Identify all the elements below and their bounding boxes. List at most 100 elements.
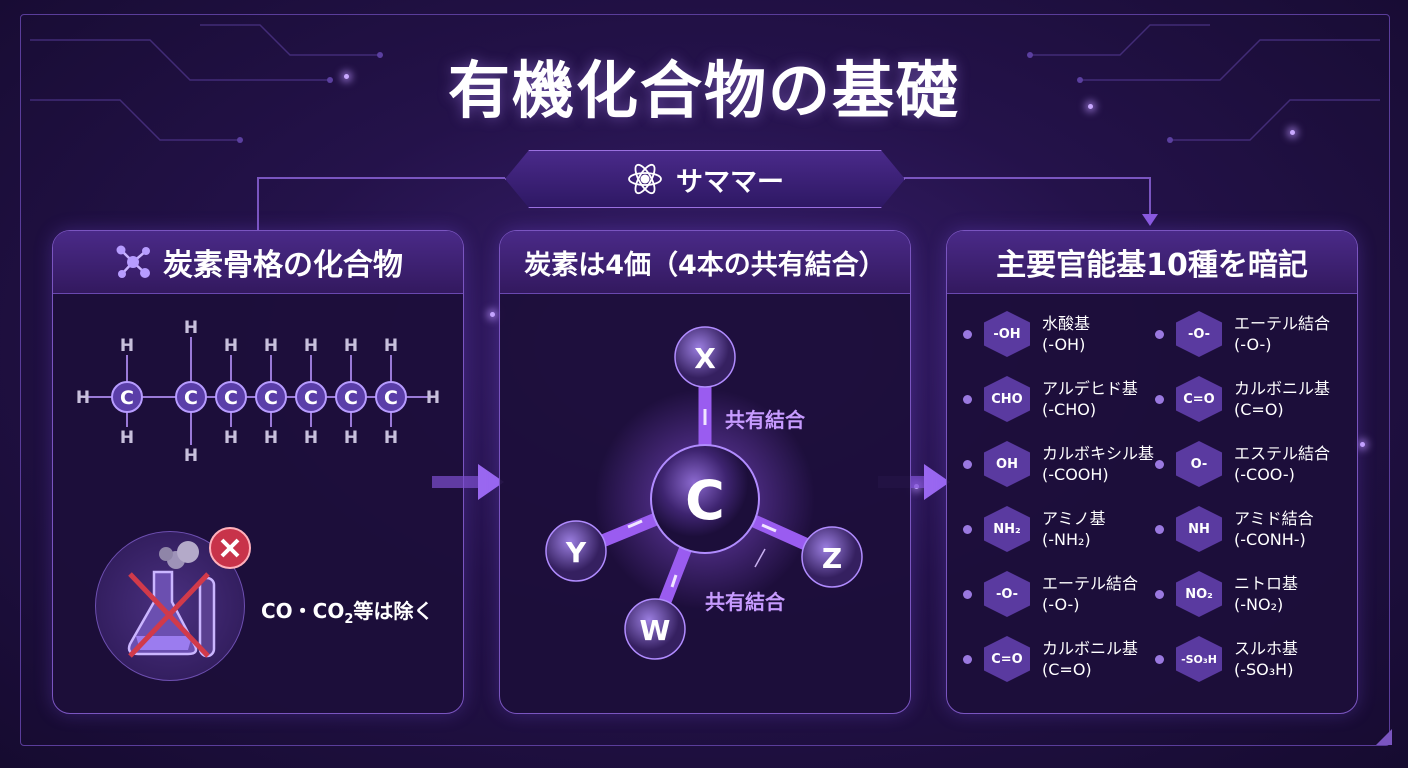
- functional-group-text: カルボニル基(C=O): [1234, 378, 1330, 420]
- functional-group-name: エーテル結合: [1042, 574, 1139, 593]
- tetravalent-carbon-diagram: C X Y Z W 共有結合 共有結合: [545, 326, 863, 660]
- bullet-dot: [1155, 329, 1164, 339]
- bullet-dot: [963, 459, 972, 469]
- functional-group-text: アミド結合 (-CONH-): [1234, 508, 1314, 550]
- bullet-dot: [963, 589, 972, 599]
- tetravalent-carbon-panel: 炭素は4価（4本の共有結合） C X Y Z W 共有結合 共有結合: [499, 230, 911, 714]
- functional-group-item: NO₂ ニトロ基 (-NO₂): [1155, 571, 1298, 617]
- center-atom-label: C: [685, 469, 725, 532]
- functional-group-hex-icon: NO₂: [1176, 571, 1222, 617]
- sparkle-decoration: [1290, 130, 1295, 135]
- hydrogen-atom: H: [384, 336, 398, 356]
- functional-group-formula: (-O-): [1042, 595, 1080, 614]
- functional-group-hex-icon: -SO₃H: [1176, 636, 1222, 682]
- functional-group-hex-icon: O-: [1176, 441, 1222, 487]
- summary-banner: サママー: [505, 150, 905, 208]
- bond-label: 共有結合: [705, 590, 786, 614]
- functional-group-text: アルデヒド基 (-CHO): [1042, 378, 1138, 420]
- hydrogen-atom: H: [184, 318, 198, 338]
- functional-group-formula: (C=O): [1042, 660, 1092, 679]
- hydrogen-atom: H: [264, 336, 278, 356]
- hydrogen-atom: H: [344, 336, 358, 356]
- carbon-atom-label: C: [384, 387, 398, 409]
- bullet-dot: [963, 524, 972, 534]
- functional-group-hex-icon: C=O: [1176, 376, 1222, 422]
- functional-group-formula: (-O-): [1234, 335, 1272, 354]
- functional-group-formula: (-NO₂): [1234, 595, 1284, 614]
- functional-group-text: アミノ基(-NH₂): [1042, 508, 1106, 550]
- bullet-dot: [1155, 524, 1164, 534]
- functional-group-hex-icon: OH: [984, 441, 1030, 487]
- sparkle-decoration: [1360, 442, 1365, 447]
- carbon-atom: [335, 381, 367, 413]
- functional-group-item: O- エステル結合(-COO-): [1155, 441, 1330, 487]
- flow-arrow: [432, 464, 504, 500]
- hydrogen-atom: H: [184, 446, 198, 466]
- hydrogen-atom: H: [304, 428, 318, 448]
- functional-group-text: ニトロ基 (-NO₂): [1234, 573, 1298, 615]
- functional-group-name: カルボキシル基: [1042, 444, 1155, 463]
- functional-group-hex-icon: CHO: [984, 376, 1030, 422]
- exclude-badge: [95, 527, 251, 681]
- summary-label: サママー: [676, 166, 784, 198]
- functional-group-text: カルボニル基(C=O): [1042, 638, 1138, 680]
- carbon-atom-label: C: [344, 387, 358, 409]
- panel-title: 主要官能基10種を暗記: [996, 248, 1308, 283]
- panel-header: 主要官能基10種を暗記: [947, 231, 1357, 294]
- functional-group-item: CHO アルデヒド基 (-CHO): [963, 376, 1138, 422]
- exclude-note-text: CO・CO: [261, 599, 345, 623]
- atom-w-label: W: [640, 614, 671, 647]
- functional-group-text: エーテル結合 (-O-): [1042, 573, 1138, 615]
- functional-group-name: ニトロ基: [1234, 574, 1299, 593]
- exclude-note-subscript: 2: [344, 612, 354, 627]
- panel-title: 炭素は4価（4本の共有結合）: [524, 249, 886, 281]
- functional-group-formula: (-SO₃H): [1234, 660, 1294, 679]
- functional-group-text: エステル結合(-COO-): [1234, 443, 1330, 485]
- carbon-atom: [215, 381, 247, 413]
- functional-group-item: C=O カルボニル基(C=O): [1155, 376, 1330, 422]
- carbon-atom: [295, 381, 327, 413]
- carbon-atom-label: C: [224, 387, 238, 409]
- atom-icon: [628, 163, 662, 195]
- functional-group-name: アミド結合: [1234, 509, 1314, 528]
- bullet-dot: [963, 329, 972, 339]
- carbon-atom-label: C: [120, 387, 134, 409]
- functional-group-text: 水酸基(-OH): [1042, 313, 1090, 355]
- hydrogen-atom: H: [224, 336, 238, 356]
- functional-group-hex-icon: -O-: [984, 571, 1030, 617]
- molecule-icon: [116, 245, 150, 278]
- functional-group-name: エーテル結合: [1234, 314, 1331, 333]
- functional-groups-panel: 主要官能基10種を暗記 -OH 水酸基(-OH) -O- エーテル結合 (-O-) CHO…: [946, 230, 1358, 714]
- functional-group-hex-icon: -OH: [984, 311, 1030, 357]
- carbon-atom: [175, 381, 207, 413]
- carbon-atom-label: C: [264, 387, 278, 409]
- functional-group-hex-icon: -O-: [1176, 311, 1222, 357]
- exclude-note: CO・CO2等は除く: [261, 595, 433, 627]
- flask-icon: [127, 541, 216, 658]
- hydrogen-atom: H: [224, 428, 238, 448]
- outer-frame: [20, 14, 1390, 746]
- hydrogen-atom: H: [344, 428, 358, 448]
- atom-y-label: Y: [565, 536, 587, 569]
- functional-group-formula: (-OH): [1042, 335, 1086, 354]
- atom-x-label: X: [694, 342, 716, 375]
- functional-group-formula: (-CONH-): [1234, 530, 1306, 549]
- functional-group-formula: (-CHO): [1042, 400, 1097, 419]
- functional-group-name: アルデヒド基: [1042, 379, 1138, 398]
- functional-group-text: エーテル結合 (-O-): [1234, 313, 1330, 355]
- functional-group-formula: (C=O): [1234, 400, 1284, 419]
- functional-group-formula: (-NH₂): [1042, 530, 1091, 549]
- functional-group-item: -OH 水酸基(-OH): [963, 311, 1090, 357]
- bullet-dot: [963, 654, 972, 664]
- functional-group-formula: (-COO-): [1234, 465, 1295, 484]
- exclude-note-suffix: 等は除く: [353, 599, 434, 623]
- sparkle-decoration: [490, 312, 495, 317]
- bullet-dot: [963, 394, 972, 404]
- bullet-dot: [1155, 654, 1164, 664]
- hydrogen-atom: H: [120, 336, 134, 356]
